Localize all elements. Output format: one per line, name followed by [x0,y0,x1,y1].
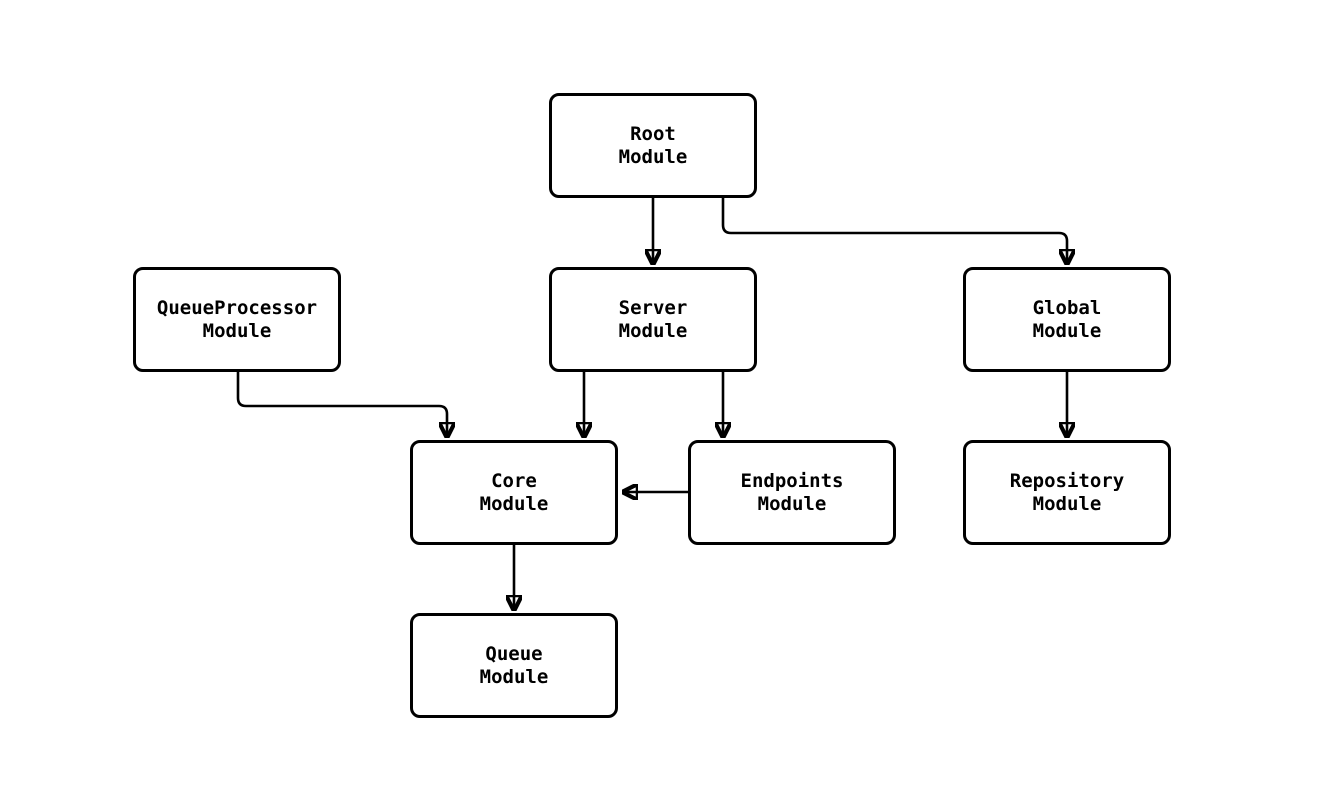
node-label-line: Module [618,145,688,168]
node-label-line: Core [491,469,537,492]
node-label-line: Queue [485,642,543,665]
node-core-module: Core Module [410,440,618,545]
node-label-line: Root [630,122,676,145]
node-label-line: Module [1032,319,1102,342]
node-root-module: Root Module [549,93,757,198]
node-label-line: QueueProcessor [156,296,318,319]
node-label-line: Module [1032,492,1102,515]
node-label-line: Server [618,296,688,319]
node-server-module: Server Module [549,267,757,372]
node-label-line: Endpoints [740,469,844,492]
node-label-line: Module [618,319,688,342]
node-endpoints-module: Endpoints Module [688,440,896,545]
node-repository-module: Repository Module [963,440,1171,545]
node-global-module: Global Module [963,267,1171,372]
node-label-line: Repository [1009,469,1125,492]
node-label-line: Module [757,492,827,515]
node-label-line: Module [479,665,549,688]
node-label-line: Module [479,492,549,515]
edge-queueprocessor-to-core [236,372,447,435]
node-queueprocessor-module: QueueProcessor Module [133,267,341,372]
node-queue-module: Queue Module [410,613,618,718]
node-label-line: Global [1032,296,1102,319]
node-label-line: Module [202,319,272,342]
edge-root-to-global [721,198,1067,262]
